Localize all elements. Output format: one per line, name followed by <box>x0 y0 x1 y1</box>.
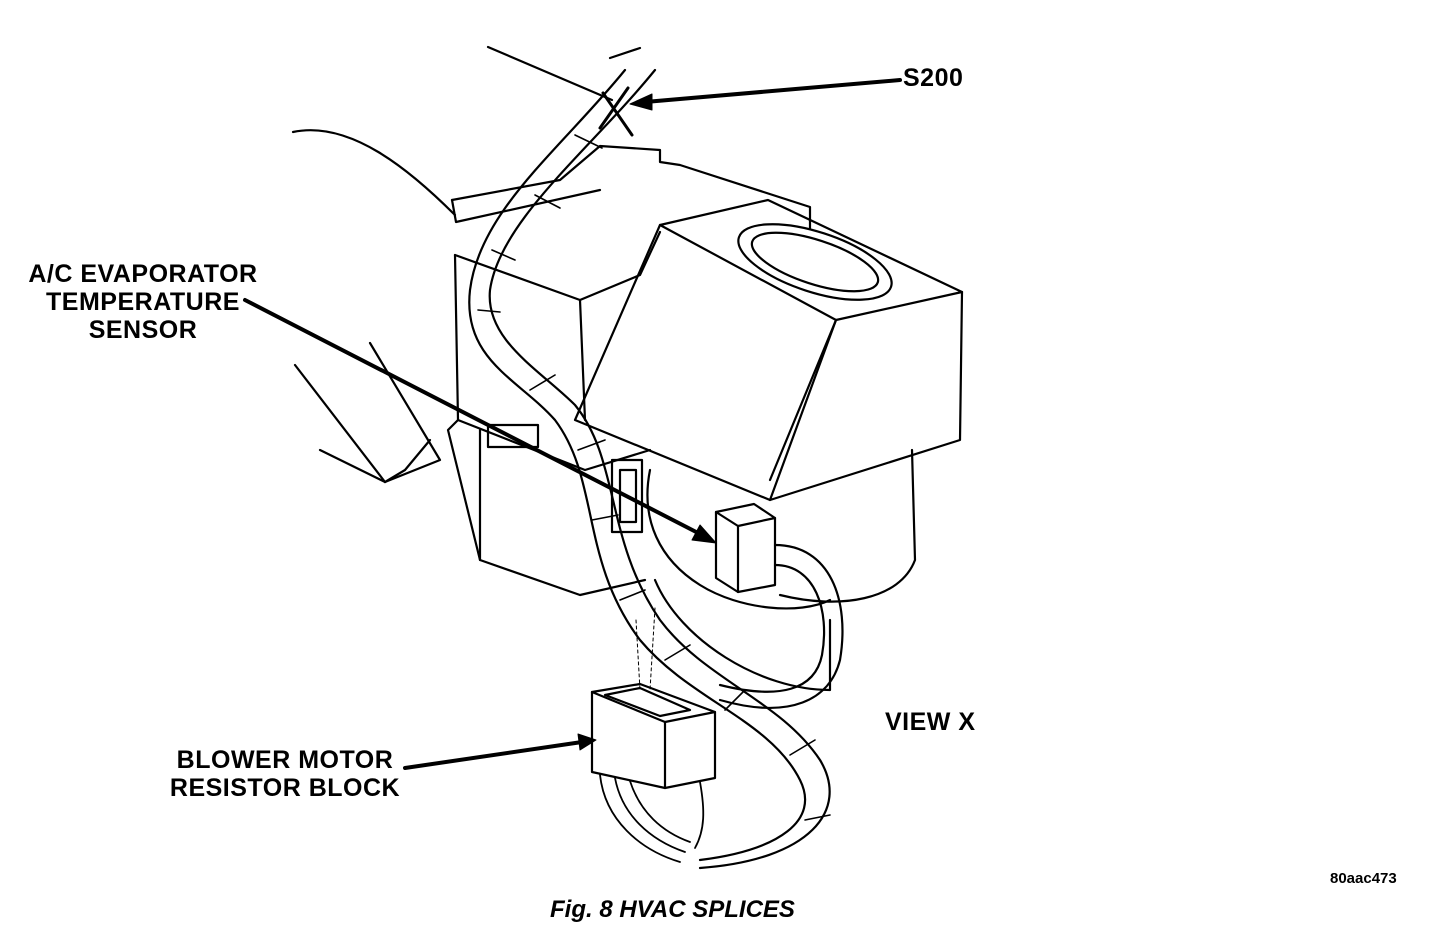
evap-sensor-leader <box>243 298 704 537</box>
splice-x-mark <box>598 86 630 130</box>
resistor-wires <box>629 780 691 843</box>
left-duct <box>318 448 387 484</box>
label-resistor-block-line1: BLOWER MOTOR <box>176 746 394 774</box>
blower-motor-drum <box>646 468 832 610</box>
evap-sensor-connector <box>736 516 777 528</box>
resistor-block <box>590 682 717 790</box>
figure-code: 80aac473 <box>1330 870 1397 887</box>
main-harness <box>468 68 807 862</box>
blower-box-right <box>768 290 964 502</box>
wire-harness <box>718 563 826 693</box>
label-view-x: VIEW X <box>885 708 976 736</box>
resistor-block-leader <box>403 740 584 770</box>
label-s200: S200 <box>903 64 964 92</box>
splice-x-mark <box>601 91 634 137</box>
label-evap-sensor-line2: TEMPERATURE <box>46 288 240 316</box>
upper-duct-line <box>608 46 642 60</box>
evap-sensor-arrowhead <box>691 524 717 544</box>
left-duct <box>383 438 432 484</box>
blower-motor-lower <box>653 578 832 692</box>
left-housing-edge <box>456 418 652 472</box>
figure-caption: Fig. 8 HVAC SPLICES <box>550 896 795 923</box>
rear-housing <box>450 144 812 230</box>
evap-sensor-opening-inner <box>618 468 638 524</box>
blower-box-front-face <box>768 318 838 482</box>
left-housing-top <box>453 230 662 302</box>
dash-panel-curve <box>291 129 457 217</box>
label-evap-sensor: A/C EVAPORATOR TEMPERATURE SENSOR <box>8 260 278 344</box>
blower-inlet-ring <box>750 231 880 293</box>
main-harness <box>488 68 831 870</box>
resistor-block-arrowhead <box>577 733 597 751</box>
wire-harness <box>718 543 844 709</box>
harness-tape-marks <box>477 134 831 821</box>
label-evap-sensor-line3: SENSOR <box>88 316 198 344</box>
alignment-dotted-line <box>635 619 641 691</box>
blower-inlet-ring <box>737 223 893 301</box>
small-connector <box>486 423 540 449</box>
arrowheads <box>577 93 717 751</box>
rear-housing <box>450 188 602 224</box>
left-duct <box>293 341 442 484</box>
label-resistor-block: BLOWER MOTOR RESISTOR BLOCK <box>150 746 420 802</box>
alignment-dotted-line <box>649 607 656 691</box>
resistor-wires <box>599 774 681 863</box>
leader-arrows <box>243 78 902 770</box>
resistor-block-slot <box>603 686 692 718</box>
blower-motor-drum <box>778 448 917 603</box>
upper-duct-line <box>486 45 614 102</box>
label-evap-sensor-line1: A/C EVAPORATOR <box>28 260 258 288</box>
s200-arrowhead <box>629 93 653 111</box>
label-resistor-block-line2: RESISTOR BLOCK <box>169 774 401 802</box>
resistor-wires <box>614 777 686 853</box>
resistor-block <box>663 710 717 724</box>
resistor-wires <box>694 781 705 849</box>
evap-sensor-connector <box>714 502 777 594</box>
left-housing <box>446 253 647 597</box>
blower-box-front <box>573 223 772 502</box>
s200-leader <box>643 78 902 104</box>
